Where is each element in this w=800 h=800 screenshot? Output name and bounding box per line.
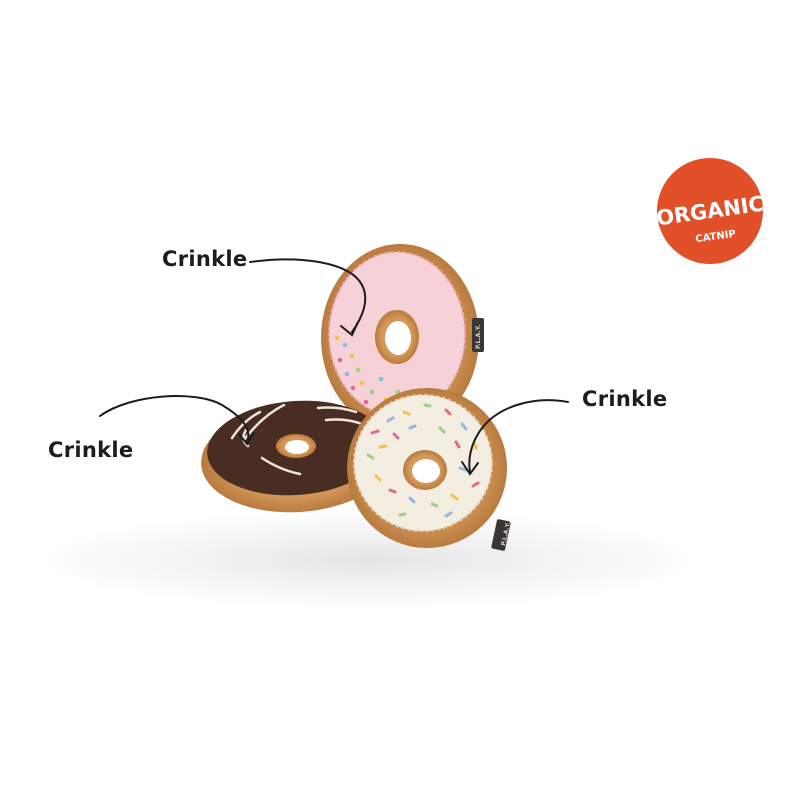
callout-label-right: Crinkle <box>582 387 668 411</box>
chocolate-donut <box>201 400 395 513</box>
vanilla-donut-sprinkles <box>366 403 480 518</box>
vanilla-donut-tag-text: P.L.A.Y. <box>500 521 512 546</box>
organic-catnip-badge: ORGANIC CATNIP <box>655 158 765 264</box>
arrow-right <box>468 399 569 473</box>
arrow-top <box>249 258 367 333</box>
callout-label-top: Crinkle <box>162 247 248 271</box>
vanilla-donut-tag <box>491 519 511 551</box>
callout-arrows <box>99 258 569 476</box>
pink-donut-tag <box>472 318 484 352</box>
vanilla-donut: P.L.A.Y. <box>347 388 512 551</box>
pink-donut-tag-text: P.L.A.Y. <box>475 325 482 349</box>
callout-label-left: Crinkle <box>48 438 134 462</box>
arrow-left <box>99 395 250 443</box>
pink-donut: P.L.A.Y. <box>321 244 484 432</box>
floor-shadow <box>30 510 710 610</box>
